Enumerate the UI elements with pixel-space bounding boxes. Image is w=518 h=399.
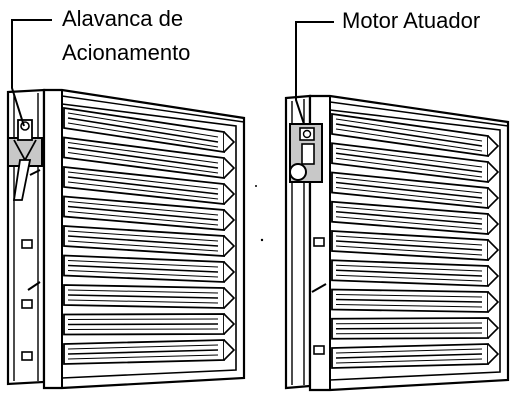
damper-left-blade	[63, 313, 236, 336]
lever-actuator	[7, 119, 43, 201]
motor-label: Motor Atuador	[342, 8, 481, 33]
motor-actuator	[289, 123, 323, 183]
damper-right-blade	[331, 230, 500, 261]
damper-left-blade	[63, 339, 236, 365]
damper-left-blade	[63, 225, 236, 257]
damper-left-blade	[63, 136, 236, 180]
damper-right-blade	[331, 288, 500, 313]
lever-label-line-2: Acionamento	[62, 40, 191, 65]
damper-right-bearings	[311, 237, 327, 355]
damper-right-blades	[331, 112, 500, 369]
damper-left-blade	[63, 195, 236, 231]
lever-label-line-1: Alavanca de	[62, 6, 184, 31]
damper-left-blade	[63, 165, 236, 206]
damper-left-blade	[63, 284, 236, 309]
damper-right-blade	[331, 112, 500, 158]
motor-leader-line	[295, 21, 334, 125]
damper-left-blades	[63, 106, 236, 365]
lever-leader-line	[11, 19, 52, 127]
damper-left-blade	[63, 254, 236, 283]
damper-left	[6, 19, 246, 390]
damper-right-blade	[331, 200, 500, 235]
damper-right-blade	[331, 259, 500, 287]
damper-right-blade	[331, 343, 500, 369]
damper-left-blade	[63, 106, 236, 154]
damper-right	[284, 21, 510, 392]
damper-right-blade	[331, 171, 500, 209]
damper-left-bearings	[21, 169, 41, 361]
damper-right-blade	[331, 142, 500, 184]
damper-right-blade	[331, 317, 500, 340]
